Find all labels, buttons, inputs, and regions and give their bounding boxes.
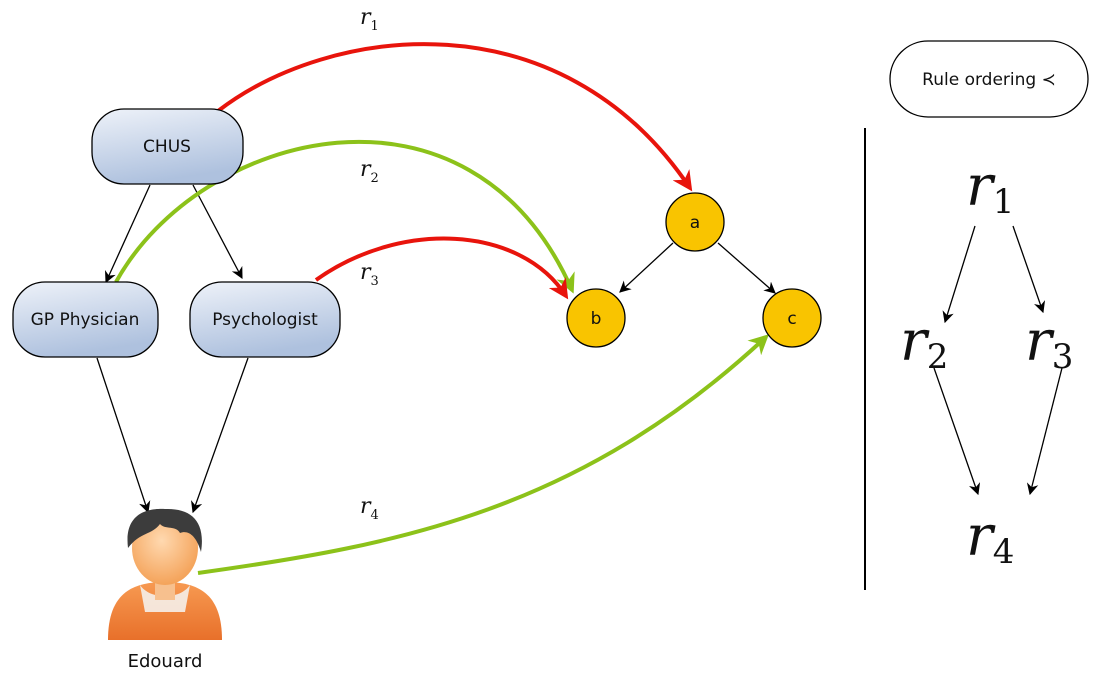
resource-b[interactable]: b	[566, 288, 626, 348]
entity-edges	[96, 184, 249, 514]
rule-label-r2: r2	[360, 157, 379, 186]
rule-ordering-label: Rule ordering ≺	[922, 70, 1056, 90]
edge-chus-gp	[105, 184, 151, 284]
entity-psychologist[interactable]: Psychologist	[189, 281, 341, 358]
resource-a[interactable]: a	[665, 192, 725, 252]
rule-arrow-r3	[314, 236, 569, 300]
edge-gp-user	[96, 357, 151, 514]
resource-b-label: b	[591, 309, 602, 329]
order-edge-r1-r2	[942, 225, 976, 324]
order-node-r3: r3	[1025, 309, 1073, 377]
entity-psychologist-label: Psychologist	[212, 310, 318, 330]
rule-ordering-badge: Rule ordering ≺	[889, 40, 1089, 118]
rule-label-r3: r3	[360, 260, 379, 289]
order-node-r4: r4	[966, 504, 1014, 572]
rule-arrow-r1	[216, 42, 693, 192]
user-name-label: Edouard	[128, 651, 203, 672]
rule-arrow-r2	[114, 139, 575, 294]
order-node-r1: r1	[966, 154, 1014, 222]
order-edge-r3-r4	[1026, 367, 1063, 496]
entity-chus-label: CHUS	[143, 137, 191, 157]
ordering-edges	[933, 225, 1063, 496]
edge-a-b	[619, 242, 674, 293]
resource-a-label: a	[690, 213, 700, 233]
entity-gp-physician-label: GP Physician	[31, 310, 140, 330]
resource-c-label: c	[787, 309, 796, 329]
rule-label-r4: r4	[360, 494, 379, 523]
edge-psych-user	[191, 357, 249, 514]
entity-gp-physician[interactable]: GP Physician	[12, 281, 159, 358]
rule-label-r1: r1	[360, 5, 379, 34]
order-edge-r2-r4	[933, 367, 981, 496]
user-avatar-icon[interactable]	[108, 508, 222, 640]
order-edge-r1-r3	[1012, 225, 1046, 314]
edge-a-c	[717, 242, 776, 294]
order-node-r2: r2	[900, 309, 948, 377]
rule-arrow-r4	[197, 334, 769, 575]
resource-c[interactable]: c	[762, 288, 822, 348]
resource-edges	[619, 242, 776, 294]
edge-chus-psych	[192, 184, 243, 280]
entity-chus[interactable]: CHUS	[91, 108, 244, 185]
